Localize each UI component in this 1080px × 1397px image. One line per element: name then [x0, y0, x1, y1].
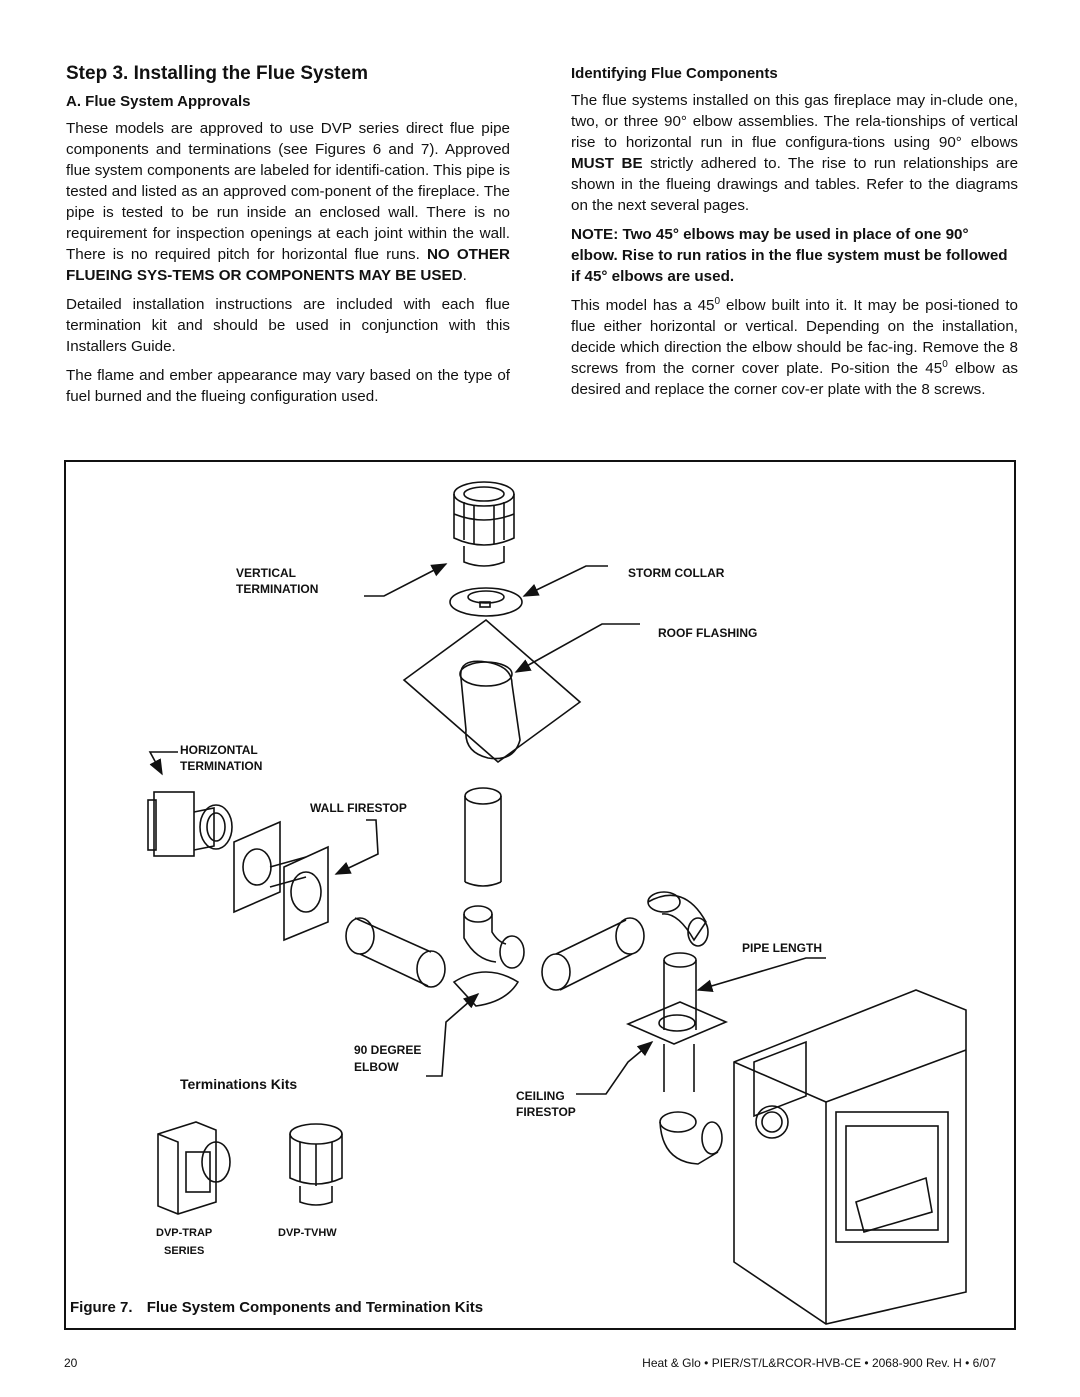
- dvp-trap-illustration: [157, 1121, 231, 1215]
- fireplace-illustration: [733, 989, 967, 1325]
- dvp-tvhw-illustration: [289, 1123, 343, 1206]
- degree-sup-1: 0: [714, 295, 721, 307]
- model-elbow-paragraph: This model has a 450 elbow built into it…: [571, 295, 1018, 400]
- center-elbow-illustration: [452, 905, 525, 1007]
- label-dvp-trap-1: DVP-TRAP: [156, 1227, 212, 1239]
- vertical-termination-illustration: [453, 481, 515, 567]
- horizontal-termination-illustration: [147, 791, 233, 857]
- approvals-warning: NO OTHER FLUEING SYS-TEMS OR COMPONENTS …: [66, 246, 510, 284]
- pipe-left-illustration: [345, 917, 446, 988]
- wall-firestop-arrow: [334, 819, 379, 875]
- label-ceiling-firestop-1: CEILING: [516, 1089, 565, 1103]
- subsection-heading: A. Flue System Approvals: [66, 93, 251, 110]
- label-ceiling-firestop-2: FIRESTOP: [516, 1105, 576, 1119]
- right-column: Identifying Flue Components The flue sys…: [571, 62, 1018, 408]
- model-text-c: elbow as desired and replace the corner …: [571, 360, 1018, 398]
- label-roof-flashing: ROOF FLASHING: [658, 626, 757, 640]
- caption-number: Figure 7.: [70, 1299, 133, 1316]
- pipe-length-illustration: [663, 952, 697, 1030]
- label-terminations-kits: Terminations Kits: [180, 1076, 297, 1092]
- note-paragraph: NOTE: Two 45° elbows may be used in plac…: [571, 226, 1008, 285]
- vertical-termination-arrow: [364, 563, 448, 597]
- upper-elbow-illustration: [647, 891, 709, 947]
- label-90-degree-1: 90 DEGREE: [354, 1043, 421, 1057]
- approvals-paragraph: These models are approved to use DVP ser…: [66, 118, 510, 286]
- label-horizontal-termination-1: HORIZONTAL: [180, 743, 258, 757]
- degree-elbow-arrow: [426, 992, 480, 1077]
- must-be-text: MUST BE: [571, 155, 643, 172]
- label-90-degree-2: ELBOW: [354, 1060, 399, 1074]
- pipe-length-arrow: [696, 957, 826, 993]
- ceiling-firestop-illustration: [625, 1001, 729, 1092]
- model-text-a: This model has a 45: [571, 297, 715, 314]
- approvals-text: These models are approved to use DVP ser…: [66, 120, 510, 263]
- figure-7-box: VERTICAL TERMINATION STORM COLLAR ROOF F…: [64, 460, 1016, 1330]
- label-wall-firestop: WALL FIRESTOP: [310, 801, 407, 815]
- label-horizontal-termination-2: TERMINATION: [180, 759, 262, 773]
- model-text-b: elbow built into it. It may be posi-tion…: [571, 297, 1019, 377]
- elbow-text-a: The flue systems installed on this gas f…: [571, 92, 1018, 151]
- document-reference: Heat & Glo • PIER/ST/L&RCOR-HVB-CE • 206…: [642, 1356, 996, 1370]
- pipe-right-illustration: [541, 917, 645, 991]
- label-vertical-termination-2: TERMINATION: [236, 582, 318, 596]
- label-pipe-length: PIPE LENGTH: [742, 941, 822, 955]
- elbow-text-b: strictly adhered to. The rise to run rel…: [571, 155, 1019, 214]
- horizontal-termination-arrow: [148, 751, 178, 776]
- label-dvp-tvhw: DVP-TVHW: [278, 1227, 337, 1239]
- label-dvp-trap-2: SERIES: [164, 1245, 204, 1257]
- caption-text: Flue System Components and Termination K…: [146, 1299, 484, 1316]
- section-heading: Step 3. Installing the Flue System: [66, 63, 368, 84]
- instructions-paragraph: Detailed installation instructions are i…: [66, 296, 510, 355]
- degree-sup-2: 0: [942, 358, 948, 370]
- storm-collar-illustration: [449, 587, 523, 617]
- figure-caption: Figure 7. Flue System Components and Ter…: [70, 1298, 1010, 1318]
- ceiling-firestop-arrow: [576, 1040, 654, 1095]
- roof-flashing-illustration: [402, 618, 582, 764]
- storm-collar-arrow: [522, 565, 608, 597]
- flame-paragraph: The flame and ember appearance may vary …: [66, 367, 510, 405]
- roof-flashing-arrow: [514, 623, 640, 673]
- left-column: Step 3. Installing the Flue System A. Fl…: [66, 62, 510, 415]
- lower-elbow-illustration: [659, 1111, 723, 1165]
- page-number: 20: [64, 1356, 78, 1370]
- identifying-heading: Identifying Flue Components: [571, 65, 778, 82]
- flue-components-diagram: VERTICAL TERMINATION STORM COLLAR ROOF F…: [147, 481, 967, 1325]
- label-storm-collar: STORM COLLAR: [628, 566, 725, 580]
- elbow-paragraph: The flue systems installed on this gas f…: [571, 90, 1018, 216]
- approvals-period: .: [462, 267, 467, 284]
- label-vertical-termination-1: VERTICAL: [236, 566, 296, 580]
- vertical-pipe-illustration: [464, 787, 502, 887]
- wall-firestop-illustration: [233, 820, 329, 942]
